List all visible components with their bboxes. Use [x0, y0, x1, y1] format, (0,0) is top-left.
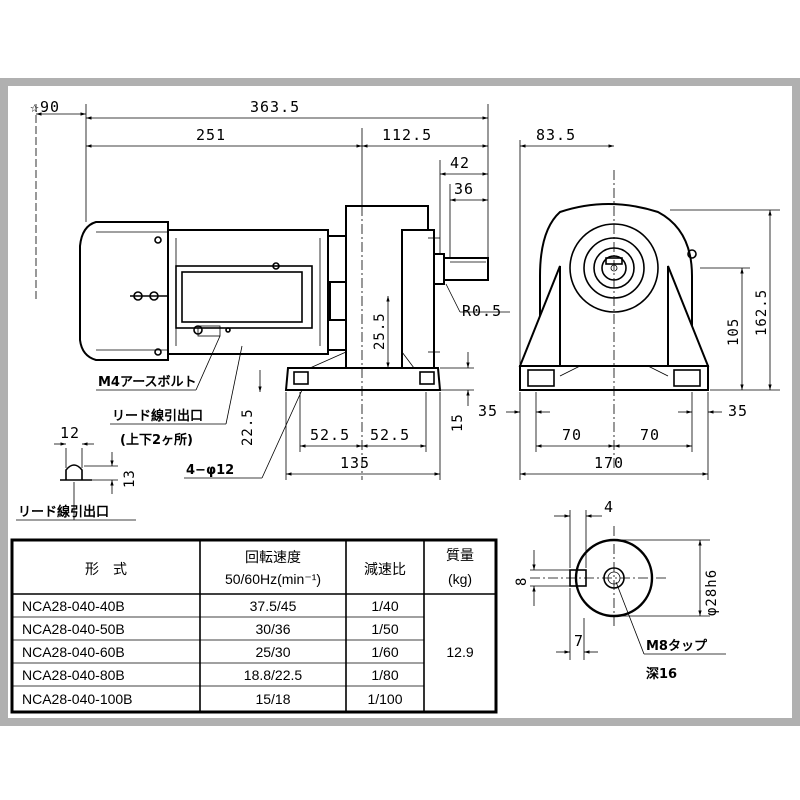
dim-foot-width: 135 [340, 454, 370, 472]
dim-lead-13: 13 [122, 469, 138, 488]
dim-front-70-left: 70 [562, 426, 582, 444]
output-shaft [443, 257, 489, 281]
label-hole: 4−φ12 [186, 463, 234, 478]
th-ratio: 減速比 [364, 561, 406, 578]
front-view [518, 203, 710, 391]
dim-shaft-dia: φ28h6 [704, 569, 720, 616]
row5-ratio: 1/100 [367, 691, 402, 707]
terminal-box [181, 271, 303, 323]
dim-shaft-42: 42 [450, 154, 470, 172]
row4-speed: 18.8/22.5 [244, 667, 303, 683]
dim-motor-length: 251 [196, 126, 226, 144]
label-lead-outlet-note: (上下2ヶ所) [120, 432, 193, 448]
spec-table: 形 式 回転速度 50/60Hz(min⁻¹) 減速比 質量 (kg) NCA2… [10, 538, 498, 714]
dim-height-15: 15 [450, 413, 466, 432]
dim-front-35-left: 35 [478, 402, 498, 420]
dim-shaft-36: 36 [454, 180, 474, 198]
th-model: 形 式 [85, 562, 127, 578]
dim-gear-length: 112.5 [382, 126, 432, 144]
row2-ratio: 1/50 [371, 621, 398, 637]
th-mass-unit: (kg) [448, 571, 472, 587]
label-tap-depth: 深16 [646, 666, 677, 682]
dim-front-height-105: 105 [726, 318, 742, 346]
row3-ratio: 1/60 [371, 644, 398, 660]
dim-star-90: ☆90 [30, 98, 60, 116]
dim-radius: R0.5 [462, 302, 502, 320]
row4-model: NCA28-040-80B [22, 667, 125, 683]
dim-front-width: 83.5 [536, 126, 576, 144]
dim-shaft-8: 8 [514, 577, 530, 586]
row3-model: NCA28-040-60B [22, 644, 125, 660]
mass-value: 12.9 [446, 644, 473, 660]
row1-speed: 37.5/45 [250, 598, 297, 614]
lead-outlet-detail: 12 13 リード線引出口 [16, 424, 138, 521]
row1-model: NCA28-040-40B [22, 598, 125, 614]
shaft-detail: 4 8 7 φ28h6 M8タップ 深16 [514, 498, 726, 682]
label-lead-outlet-detail: リード線引出口 [18, 504, 109, 520]
dim-shaft-4: 4 [604, 498, 614, 516]
label-lead-outlet: リード線引出口 [112, 408, 203, 424]
row1-ratio: 1/40 [371, 598, 398, 614]
dim-foot-52-5-left: 52.5 [310, 426, 350, 444]
dim-lead-12: 12 [60, 424, 80, 442]
dim-shaft-7: 7 [574, 632, 584, 650]
dim-front-width-170: 170 [594, 454, 624, 472]
side-view [79, 205, 489, 391]
dim-height-22-5: 22.5 [240, 408, 256, 446]
gearbox-front [539, 203, 693, 377]
base-foot [284, 367, 442, 391]
dim-front-height-162-5: 162.5 [754, 289, 770, 336]
row3-speed: 25/30 [255, 644, 290, 660]
row5-model: NCA28-040-100B [22, 691, 133, 707]
row5-speed: 15/18 [255, 691, 290, 707]
dim-front-35-right: 35 [728, 402, 748, 420]
dim-foot-52-5-right: 52.5 [370, 426, 410, 444]
th-speed-unit: 50/60Hz(min⁻¹) [225, 571, 321, 587]
th-mass: 質量 [446, 548, 474, 564]
dim-front-70-right: 70 [640, 426, 660, 444]
label-tap: M8タップ [646, 639, 708, 654]
motor-body [167, 229, 329, 355]
label-earth-bolt: M4アースボルト [98, 374, 197, 390]
dim-overall-length: 363.5 [250, 98, 300, 116]
drawing-border [0, 78, 800, 726]
row2-speed: 30/36 [255, 621, 290, 637]
th-speed: 回転速度 [245, 550, 301, 566]
row4-ratio: 1/80 [371, 667, 398, 683]
row2-model: NCA28-040-50B [22, 621, 125, 637]
motor-fan-cover [79, 221, 169, 361]
dim-height-25-5: 25.5 [372, 312, 388, 350]
